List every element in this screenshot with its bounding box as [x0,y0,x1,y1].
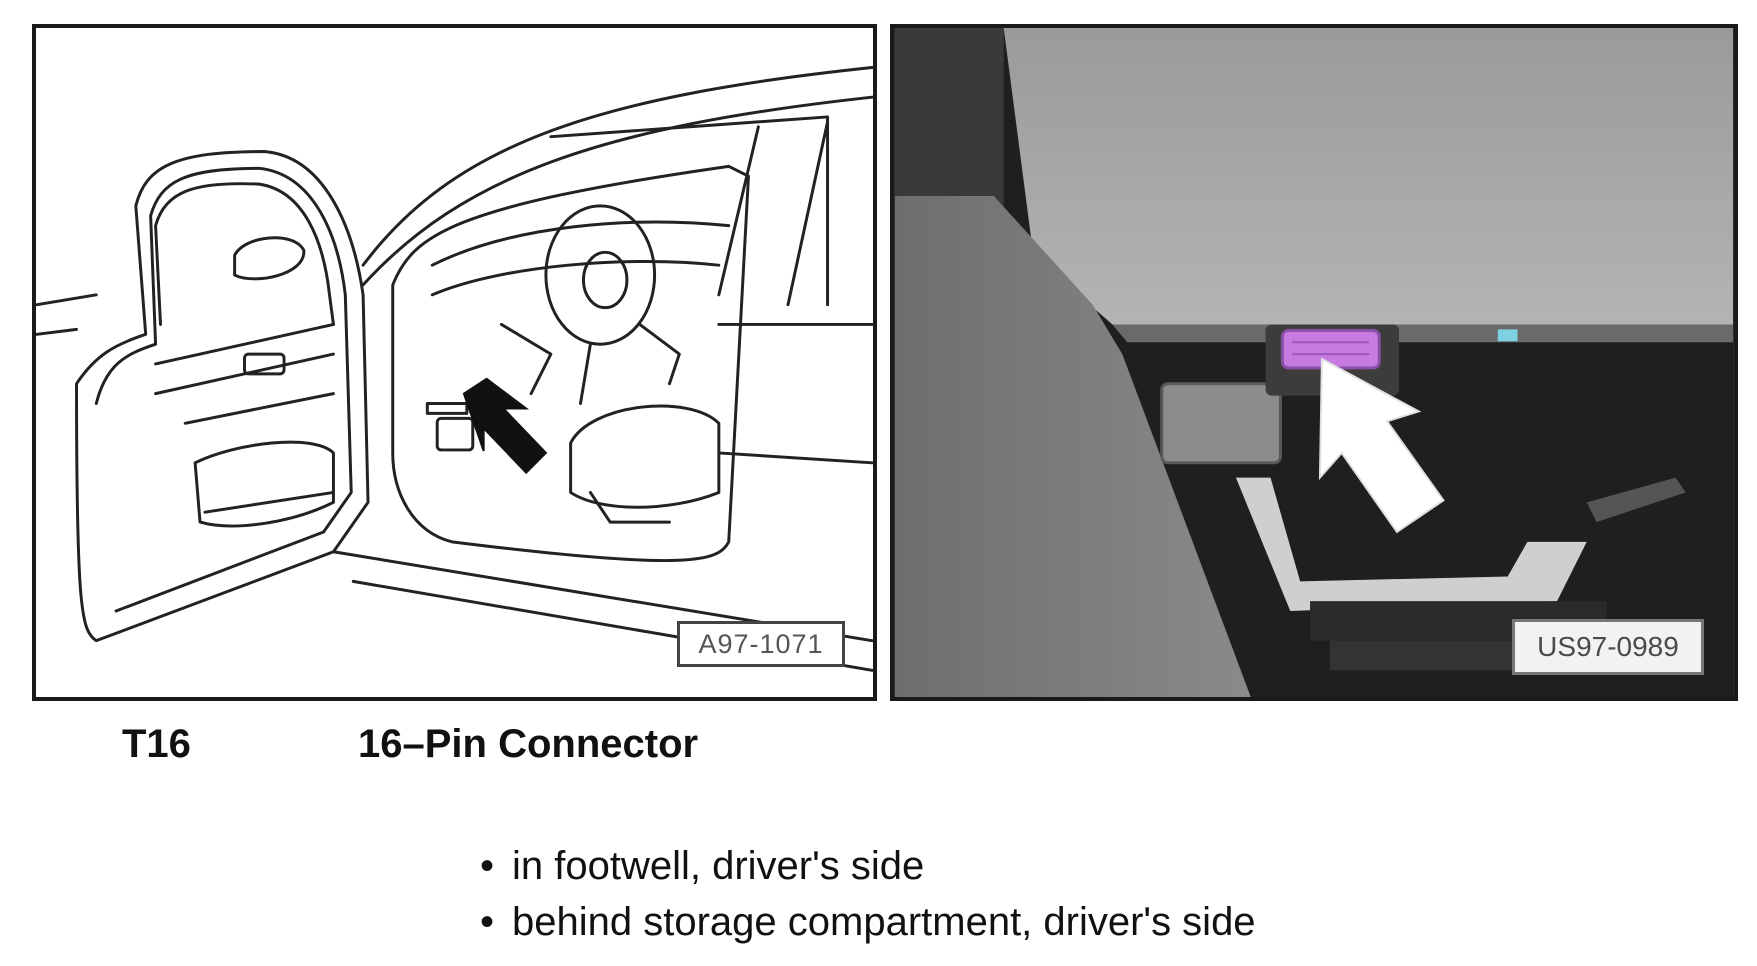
list-item: • behind storage compartment, driver's si… [480,894,1256,950]
pointer-arrow-left [462,377,548,475]
bullet-icon: • [480,900,495,944]
figure-reference-code: A97-1071 [677,621,845,667]
component-code: T16 [122,722,191,766]
pointer-arrow-right [1318,357,1445,534]
location-list: • in footwell, driver's side • behind stor… [480,838,1256,950]
list-item: • in footwell, driver's side [480,838,1256,894]
photo-panel-footwell: US97-0989 [890,24,1738,701]
car-interior-line-drawing [36,66,873,672]
component-title: 16–Pin Connector [358,722,699,766]
bullet-icon: • [480,844,495,888]
obd-connector-highlight [1280,328,1381,370]
diagram-panel-line-drawing: A97-1071 [32,24,877,701]
location-text: in footwell, driver's side [512,844,925,888]
photo-reference-code: US97-0989 [1512,619,1704,675]
footwell-photo [895,28,1733,697]
location-text: behind storage compartment, driver's sid… [512,900,1256,944]
